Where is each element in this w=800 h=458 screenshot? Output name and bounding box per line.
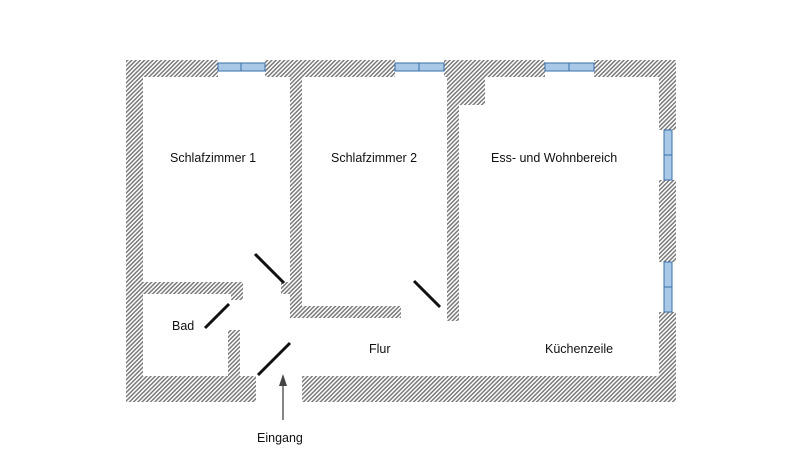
door-schlafzimmer1: [253, 252, 286, 285]
wall-left: [126, 60, 143, 402]
window-wohnbereich-top: [544, 62, 595, 72]
wall-sz2-bottom: [302, 306, 401, 318]
wall-top-4: [594, 60, 676, 77]
outer-walls: [126, 60, 676, 402]
wall-bottom-left: [126, 376, 256, 402]
up-arrow-icon: [279, 374, 287, 420]
window-schlafzimmer2: [394, 62, 445, 72]
wall-bottom-right: [302, 376, 676, 402]
label-flur: Flur: [369, 342, 391, 356]
label-wohnbereich: Ess- und Wohnbereich: [491, 151, 617, 165]
label-bad: Bad: [172, 319, 194, 333]
wall-sz1-bad: [143, 282, 243, 294]
door-schlafzimmer2: [412, 279, 442, 309]
window-wohnbereich-right-2: [663, 261, 673, 313]
wall-right-2: [659, 180, 676, 262]
wall-bad-right-lower: [228, 330, 240, 376]
wall-pillar: [447, 77, 485, 105]
door-bad: [203, 302, 231, 330]
wall-sz2-wohnbereich: [447, 77, 459, 321]
label-kueche: Küchenzeile: [545, 342, 613, 356]
wall-bad-right-upper: [231, 282, 243, 300]
wall-right-1: [659, 60, 676, 130]
windows: [217, 62, 673, 313]
window-wohnbereich-right-1: [663, 129, 673, 181]
door-eingang: [256, 341, 292, 377]
wall-top-3: [444, 60, 545, 77]
doors: [203, 252, 442, 377]
interior-walls: [143, 77, 485, 376]
wall-top-2: [265, 60, 395, 77]
label-schlafzimmer2: Schlafzimmer 2: [331, 151, 417, 165]
label-eingang: Eingang: [257, 431, 303, 445]
wall-sz1-door-stub: [281, 282, 290, 294]
label-schlafzimmer1: Schlafzimmer 1: [170, 151, 256, 165]
wall-top-1: [126, 60, 218, 77]
wall-sz1-sz2: [290, 77, 302, 318]
window-schlafzimmer1: [217, 62, 266, 72]
